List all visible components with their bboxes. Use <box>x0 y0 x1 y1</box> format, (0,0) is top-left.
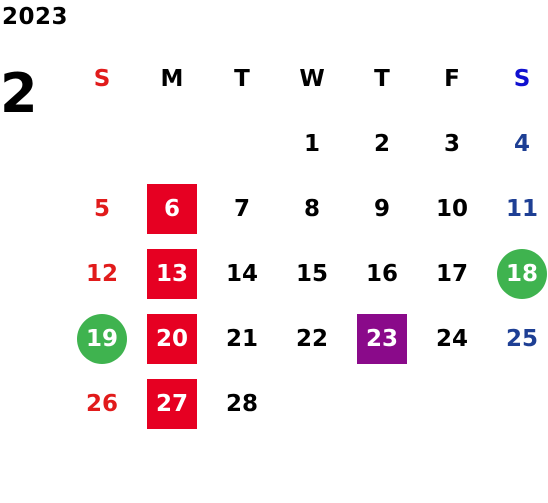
day-number: 25 <box>505 325 538 352</box>
day-number: 2 <box>373 130 390 157</box>
day-number: 17 <box>435 260 468 287</box>
day-number: 18 <box>497 248 547 299</box>
day-number: 4 <box>513 130 530 157</box>
weekday-header: W <box>299 65 325 92</box>
day-number: 19 <box>77 313 127 364</box>
day-cell[interactable]: 27 <box>137 371 207 436</box>
day-cell[interactable]: 15 <box>277 241 347 306</box>
weekday-header: T <box>374 65 390 92</box>
day-number: 14 <box>225 260 258 287</box>
day-number: 10 <box>435 195 468 222</box>
weekday-header: S <box>513 65 531 92</box>
day-cell[interactable]: 1 <box>277 111 347 176</box>
day-number: 11 <box>505 195 538 222</box>
day-cell[interactable]: 14 <box>207 241 277 306</box>
day-cell[interactable]: 25 <box>487 306 548 371</box>
day-cell[interactable]: 21 <box>207 306 277 371</box>
day-number: 12 <box>85 260 118 287</box>
weekday-header: F <box>444 65 460 92</box>
day-number: 16 <box>365 260 398 287</box>
day-cell[interactable]: 6 <box>137 176 207 241</box>
day-cell[interactable]: 16 <box>347 241 417 306</box>
day-number: 7 <box>233 195 250 222</box>
day-cell[interactable]: 8 <box>277 176 347 241</box>
day-cell[interactable]: 7 <box>207 176 277 241</box>
day-cell[interactable]: 13 <box>137 241 207 306</box>
day-number: 1 <box>303 130 320 157</box>
day-cell[interactable]: 9 <box>347 176 417 241</box>
weekday-header: S <box>93 65 111 92</box>
day-cell[interactable]: 12 <box>67 241 137 306</box>
day-cell[interactable]: 23 <box>347 306 417 371</box>
day-number: 6 <box>147 183 197 234</box>
day-number: 23 <box>357 313 407 364</box>
day-number: 26 <box>85 390 118 417</box>
day-cell[interactable]: 5 <box>67 176 137 241</box>
day-number: 22 <box>295 325 328 352</box>
day-number: 20 <box>147 313 197 364</box>
month-number: 2 <box>0 62 38 125</box>
day-number: 8 <box>303 195 320 222</box>
day-number: 21 <box>225 325 258 352</box>
year-label: 2023 <box>2 4 69 30</box>
day-cell[interactable]: 28 <box>207 371 277 436</box>
weekday-header: M <box>160 65 184 92</box>
day-number: 27 <box>147 378 197 429</box>
day-cell[interactable]: 2 <box>347 111 417 176</box>
day-cell[interactable]: 4 <box>487 111 548 176</box>
day-cell[interactable]: 17 <box>417 241 487 306</box>
day-cell[interactable]: 19 <box>67 306 137 371</box>
day-cell[interactable]: 24 <box>417 306 487 371</box>
day-cell[interactable]: 11 <box>487 176 548 241</box>
day-cell[interactable]: 18 <box>487 241 548 306</box>
day-cell[interactable]: 26 <box>67 371 137 436</box>
day-number: 13 <box>147 248 197 299</box>
day-cell[interactable]: 3 <box>417 111 487 176</box>
day-number: 15 <box>295 260 328 287</box>
weekday-header: T <box>234 65 250 92</box>
day-cell[interactable]: 20 <box>137 306 207 371</box>
day-cell[interactable]: 22 <box>277 306 347 371</box>
day-number: 5 <box>93 195 110 222</box>
day-cell[interactable]: 10 <box>417 176 487 241</box>
day-number: 28 <box>225 390 258 417</box>
day-number: 9 <box>373 195 390 222</box>
day-number: 24 <box>435 325 468 352</box>
day-number: 3 <box>443 130 460 157</box>
